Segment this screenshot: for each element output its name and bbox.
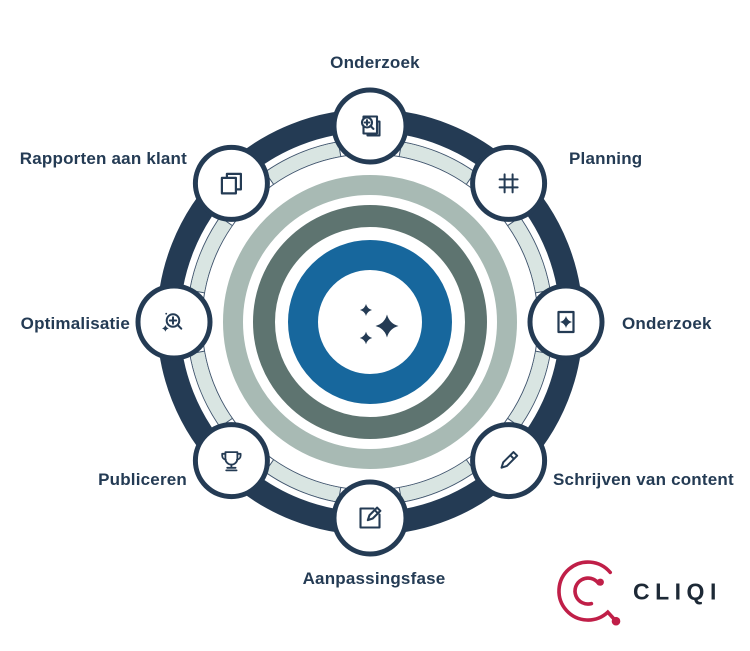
slate-ring <box>253 205 487 439</box>
segment-wedge <box>399 459 475 502</box>
sparkles-icon <box>359 304 399 345</box>
cliqi-logo-icon <box>557 560 621 626</box>
stage-node-onderzoek-top <box>331 87 409 165</box>
copy-pages-icon <box>192 144 270 222</box>
segment-wedge <box>399 142 475 185</box>
document-sparkle-icon <box>557 310 575 334</box>
stage-label-schrijven: Schrijven van content <box>553 470 734 489</box>
stage-circle <box>192 422 270 500</box>
stage-label-rapporten: Rapporten aan klant <box>19 149 187 168</box>
sage-ring <box>223 175 517 469</box>
segment-wedge <box>190 351 233 427</box>
segment-wedge <box>265 142 341 185</box>
stage-node-planning <box>470 144 548 222</box>
edit-square-icon <box>359 506 382 529</box>
stage-label-aanpassingsfase: Aanpassingsfase <box>302 569 446 588</box>
stage-node-publiceren <box>192 422 270 500</box>
trophy-icon <box>221 451 242 472</box>
stage-label-optimalisatie: Optimalisatie <box>20 314 130 333</box>
pencil-icon <box>500 451 519 469</box>
stage-label-onderzoek-top: Onderzoek <box>330 53 420 72</box>
stage-node-optimalisatie <box>135 283 213 361</box>
stage-circle <box>470 422 548 500</box>
segment-wedge <box>507 217 550 293</box>
cliqi-wordmark: CLIQI <box>633 578 722 605</box>
search-pages-icon <box>360 115 381 137</box>
stage-circle <box>470 144 548 222</box>
stage-node-aanpassingsfase <box>331 479 409 557</box>
blue-ring <box>288 240 452 404</box>
segment-wedge <box>265 459 341 502</box>
segment-wedge <box>507 351 550 427</box>
stage-label-onderzoek-right: Onderzoek <box>622 314 712 333</box>
stage-circle <box>331 479 409 557</box>
magnifier-plus-icon <box>162 312 183 332</box>
stage-label-publiceren: Publiceren <box>98 470 187 489</box>
stage-node-schrijven <box>470 422 548 500</box>
stage-node-rapporten <box>192 144 270 222</box>
stage-label-planning: Planning <box>569 149 643 168</box>
segment-wedge <box>190 217 233 293</box>
hash-icon <box>498 173 519 194</box>
stage-node-onderzoek-right <box>527 283 605 361</box>
